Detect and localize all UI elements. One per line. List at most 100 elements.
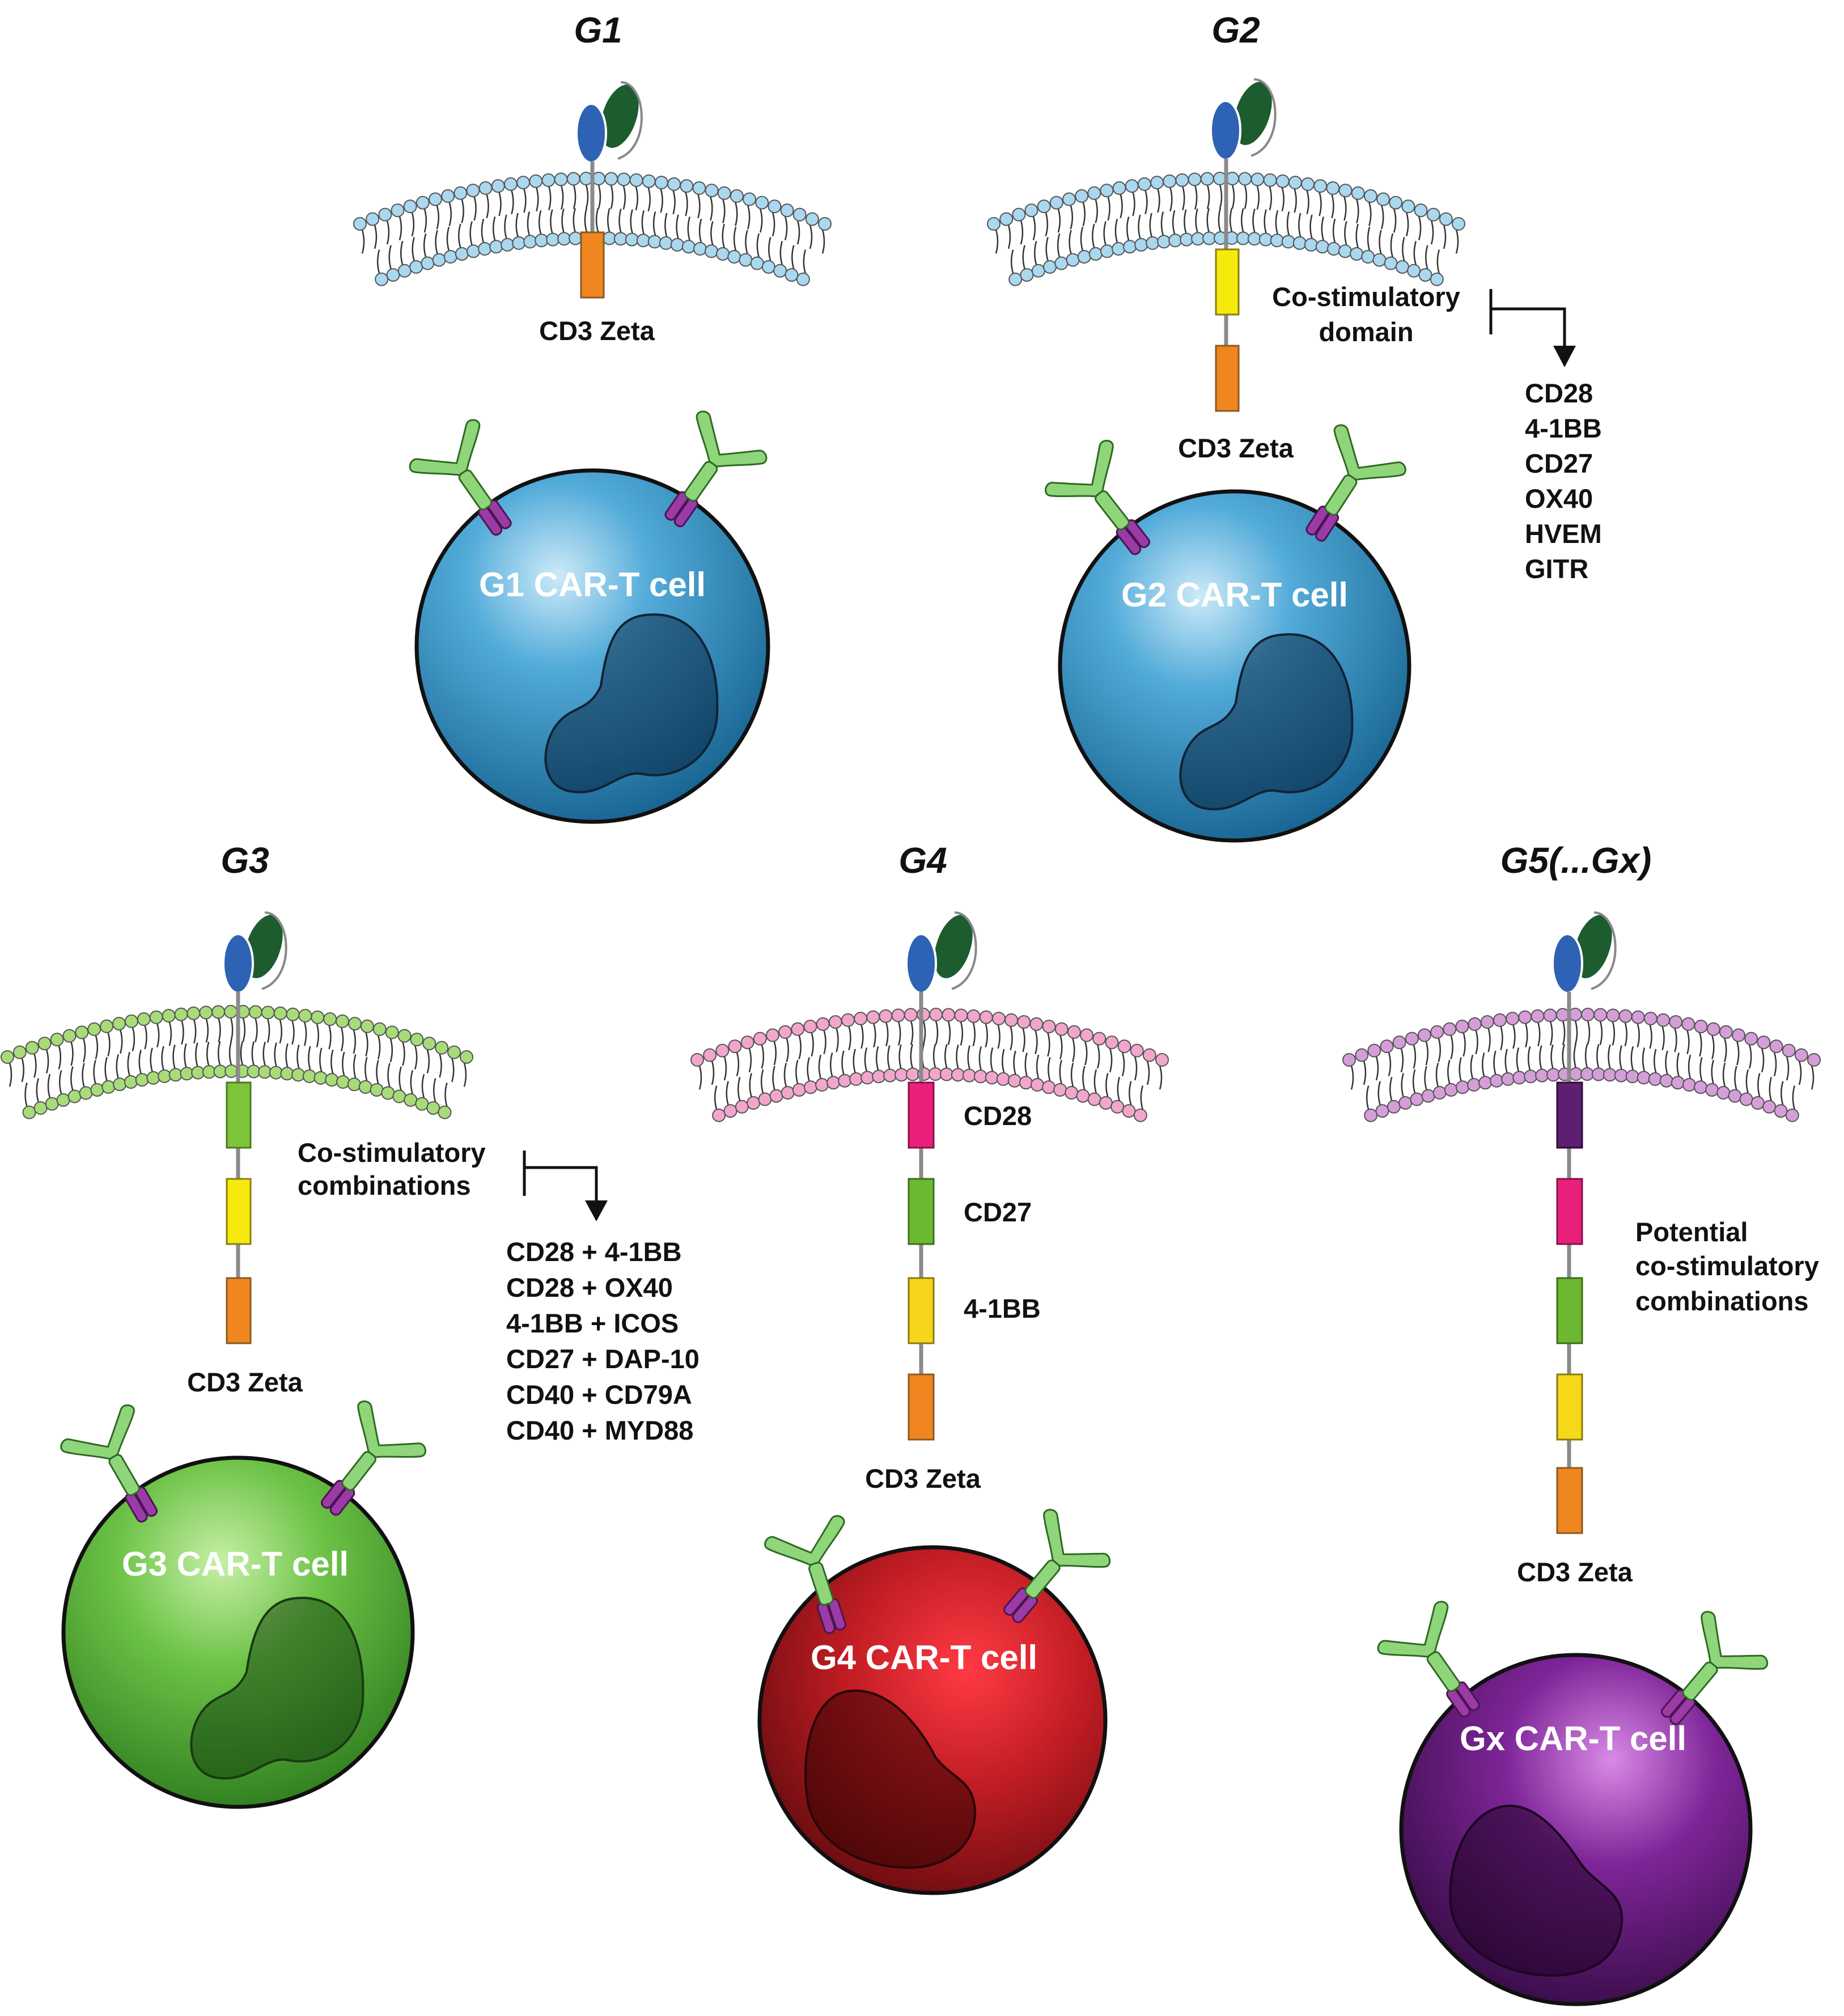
lipid-head (1363, 189, 1377, 203)
lipid-head (781, 1086, 795, 1100)
lipid-tail (1463, 1032, 1474, 1079)
lipid-head (1728, 1089, 1742, 1103)
costim-domain-1 (908, 1081, 935, 1149)
lipid-head (557, 232, 571, 246)
lipid-head (1200, 172, 1214, 186)
car-receptor-icon (1305, 424, 1406, 542)
lipid-head (659, 236, 673, 250)
lipid-head (755, 196, 769, 210)
lipid-head (416, 196, 430, 210)
lipid-tail (811, 1032, 822, 1079)
lipid-head (25, 1041, 39, 1055)
lipid-tail (1425, 224, 1447, 270)
lipid-head (1088, 247, 1103, 261)
lipid-head (56, 1093, 70, 1107)
cell-label: G1 CAR-T cell (479, 566, 706, 604)
lipid-tail (386, 220, 404, 265)
g3-car-t-cell: G3 CAR-T cell (60, 1400, 426, 1809)
lipid-tail (251, 1018, 258, 1066)
lipid-tail (1082, 1044, 1100, 1090)
lipid-head (1493, 1013, 1507, 1027)
lipid-tail (1562, 1021, 1566, 1068)
lipid-tail (584, 184, 589, 232)
lipid-head (1020, 268, 1034, 282)
lipid-head (50, 1033, 64, 1047)
lipid-head (1501, 1072, 1515, 1086)
lipid-tail (353, 1032, 368, 1079)
lipid-tail (1400, 1048, 1416, 1094)
lipid-tail (132, 1027, 142, 1074)
lipid-head (1122, 1104, 1136, 1118)
lipid-head (705, 184, 719, 198)
lipid-head (1125, 179, 1139, 193)
lipid-tail (387, 1041, 405, 1088)
costim-domain-3 (908, 1277, 935, 1344)
lipid-head (1364, 1108, 1378, 1122)
cd3-zeta-label: CD3 Zeta (539, 316, 655, 346)
receptor-arms (764, 1515, 845, 1566)
lipid-tail (285, 1020, 295, 1068)
lipid-head (785, 268, 799, 282)
vh-domain (222, 933, 254, 994)
lipid-head (1049, 196, 1063, 210)
lipid-tail (1630, 1023, 1640, 1071)
lipid-head (87, 1022, 101, 1036)
car-receptor-icon (1377, 1601, 1480, 1718)
car-receptor-icon (764, 1515, 846, 1634)
lipid-tail (82, 1038, 96, 1084)
lipid-tail (1525, 1023, 1531, 1071)
lipid-tail (748, 1048, 764, 1094)
lipid-head (1417, 1028, 1431, 1042)
lipid-head (667, 177, 681, 191)
lipid-head (991, 1012, 1006, 1026)
lipid-head (715, 1043, 730, 1058)
lipid-head (460, 1050, 473, 1064)
lipid-head (554, 172, 568, 186)
lipid-head (435, 1041, 449, 1055)
lipid-tail (523, 188, 531, 236)
lipid-head (466, 184, 480, 198)
lipid-tail (1699, 1035, 1715, 1081)
vh-domain (905, 933, 937, 994)
lipid-head (828, 1015, 842, 1029)
lipid-tail (1344, 199, 1359, 245)
lipid-head (1100, 244, 1114, 258)
lipid-tail (641, 187, 651, 235)
lipid-tail (1363, 1060, 1381, 1106)
lipid-head (410, 1033, 424, 1047)
lipid-head (1430, 1025, 1444, 1039)
lipid-head (1004, 1013, 1019, 1027)
lipid-head (1258, 232, 1273, 247)
lipid-tail (1654, 1026, 1665, 1073)
lipid-head (273, 1006, 287, 1020)
lipid-head (62, 1029, 77, 1043)
lipid-head (372, 1022, 387, 1036)
lipid-tail (107, 1032, 119, 1079)
lipid-tail (342, 1029, 357, 1076)
lipid-head (397, 264, 412, 278)
lipid-head (1053, 1083, 1067, 1097)
lipid-tail (1298, 190, 1309, 237)
lipid-head (1080, 1028, 1094, 1042)
lipid-head (928, 1067, 942, 1081)
cd3-zeta-label: CD3 Zeta (187, 1367, 303, 1397)
lipid-tail (1182, 186, 1187, 234)
lipid-head (1012, 207, 1026, 222)
scfv-receptor-icon (1210, 78, 1277, 161)
costim-domain-2 (908, 1178, 935, 1245)
lipid-head (647, 235, 662, 249)
cd3-zeta-domain (580, 231, 605, 299)
lipid-head (1326, 242, 1341, 256)
lipid-head (22, 1105, 36, 1119)
lipid-tail (511, 190, 519, 237)
lipid-tail (1487, 1028, 1497, 1075)
lipid-tail (410, 1049, 430, 1094)
lipid-head (1421, 1089, 1435, 1103)
lipid-head (906, 1067, 920, 1081)
lipid-head (79, 1086, 93, 1100)
lipid-tail (1619, 1022, 1628, 1069)
car-receptor-icon (664, 410, 768, 528)
lipid-head (112, 1017, 126, 1031)
lipid-head (987, 217, 1001, 231)
lipid-head (1618, 1009, 1633, 1023)
